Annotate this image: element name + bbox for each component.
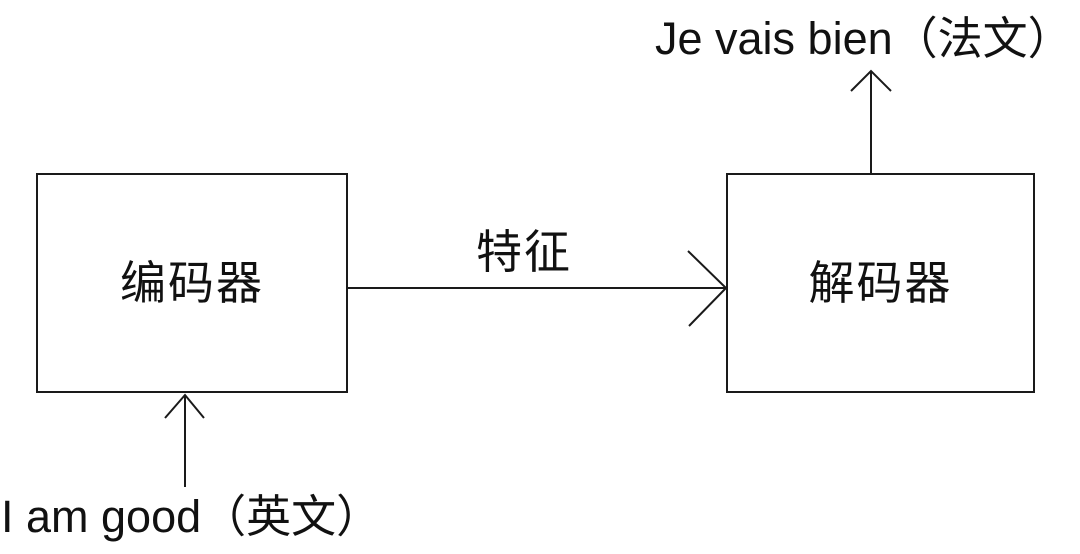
output-text-label: Je vais bien（法文）: [655, 13, 1073, 64]
encoder-input-arrow: [164, 393, 205, 487]
encoder-label: 编码器: [120, 257, 264, 309]
feature-arrowhead: [687, 250, 728, 327]
decoder-output-arrow: [850, 69, 892, 173]
encoder-input-arrowhead: [164, 393, 205, 419]
decoder-box: 解码器: [726, 173, 1035, 393]
encoder-box: 编码器: [36, 173, 348, 393]
decoder-output-arrowhead: [850, 69, 892, 92]
decoder-label: 解码器: [808, 257, 953, 309]
feature-label: 特征: [476, 226, 572, 278]
input-text-label: I am good（英文）: [1, 491, 382, 542]
